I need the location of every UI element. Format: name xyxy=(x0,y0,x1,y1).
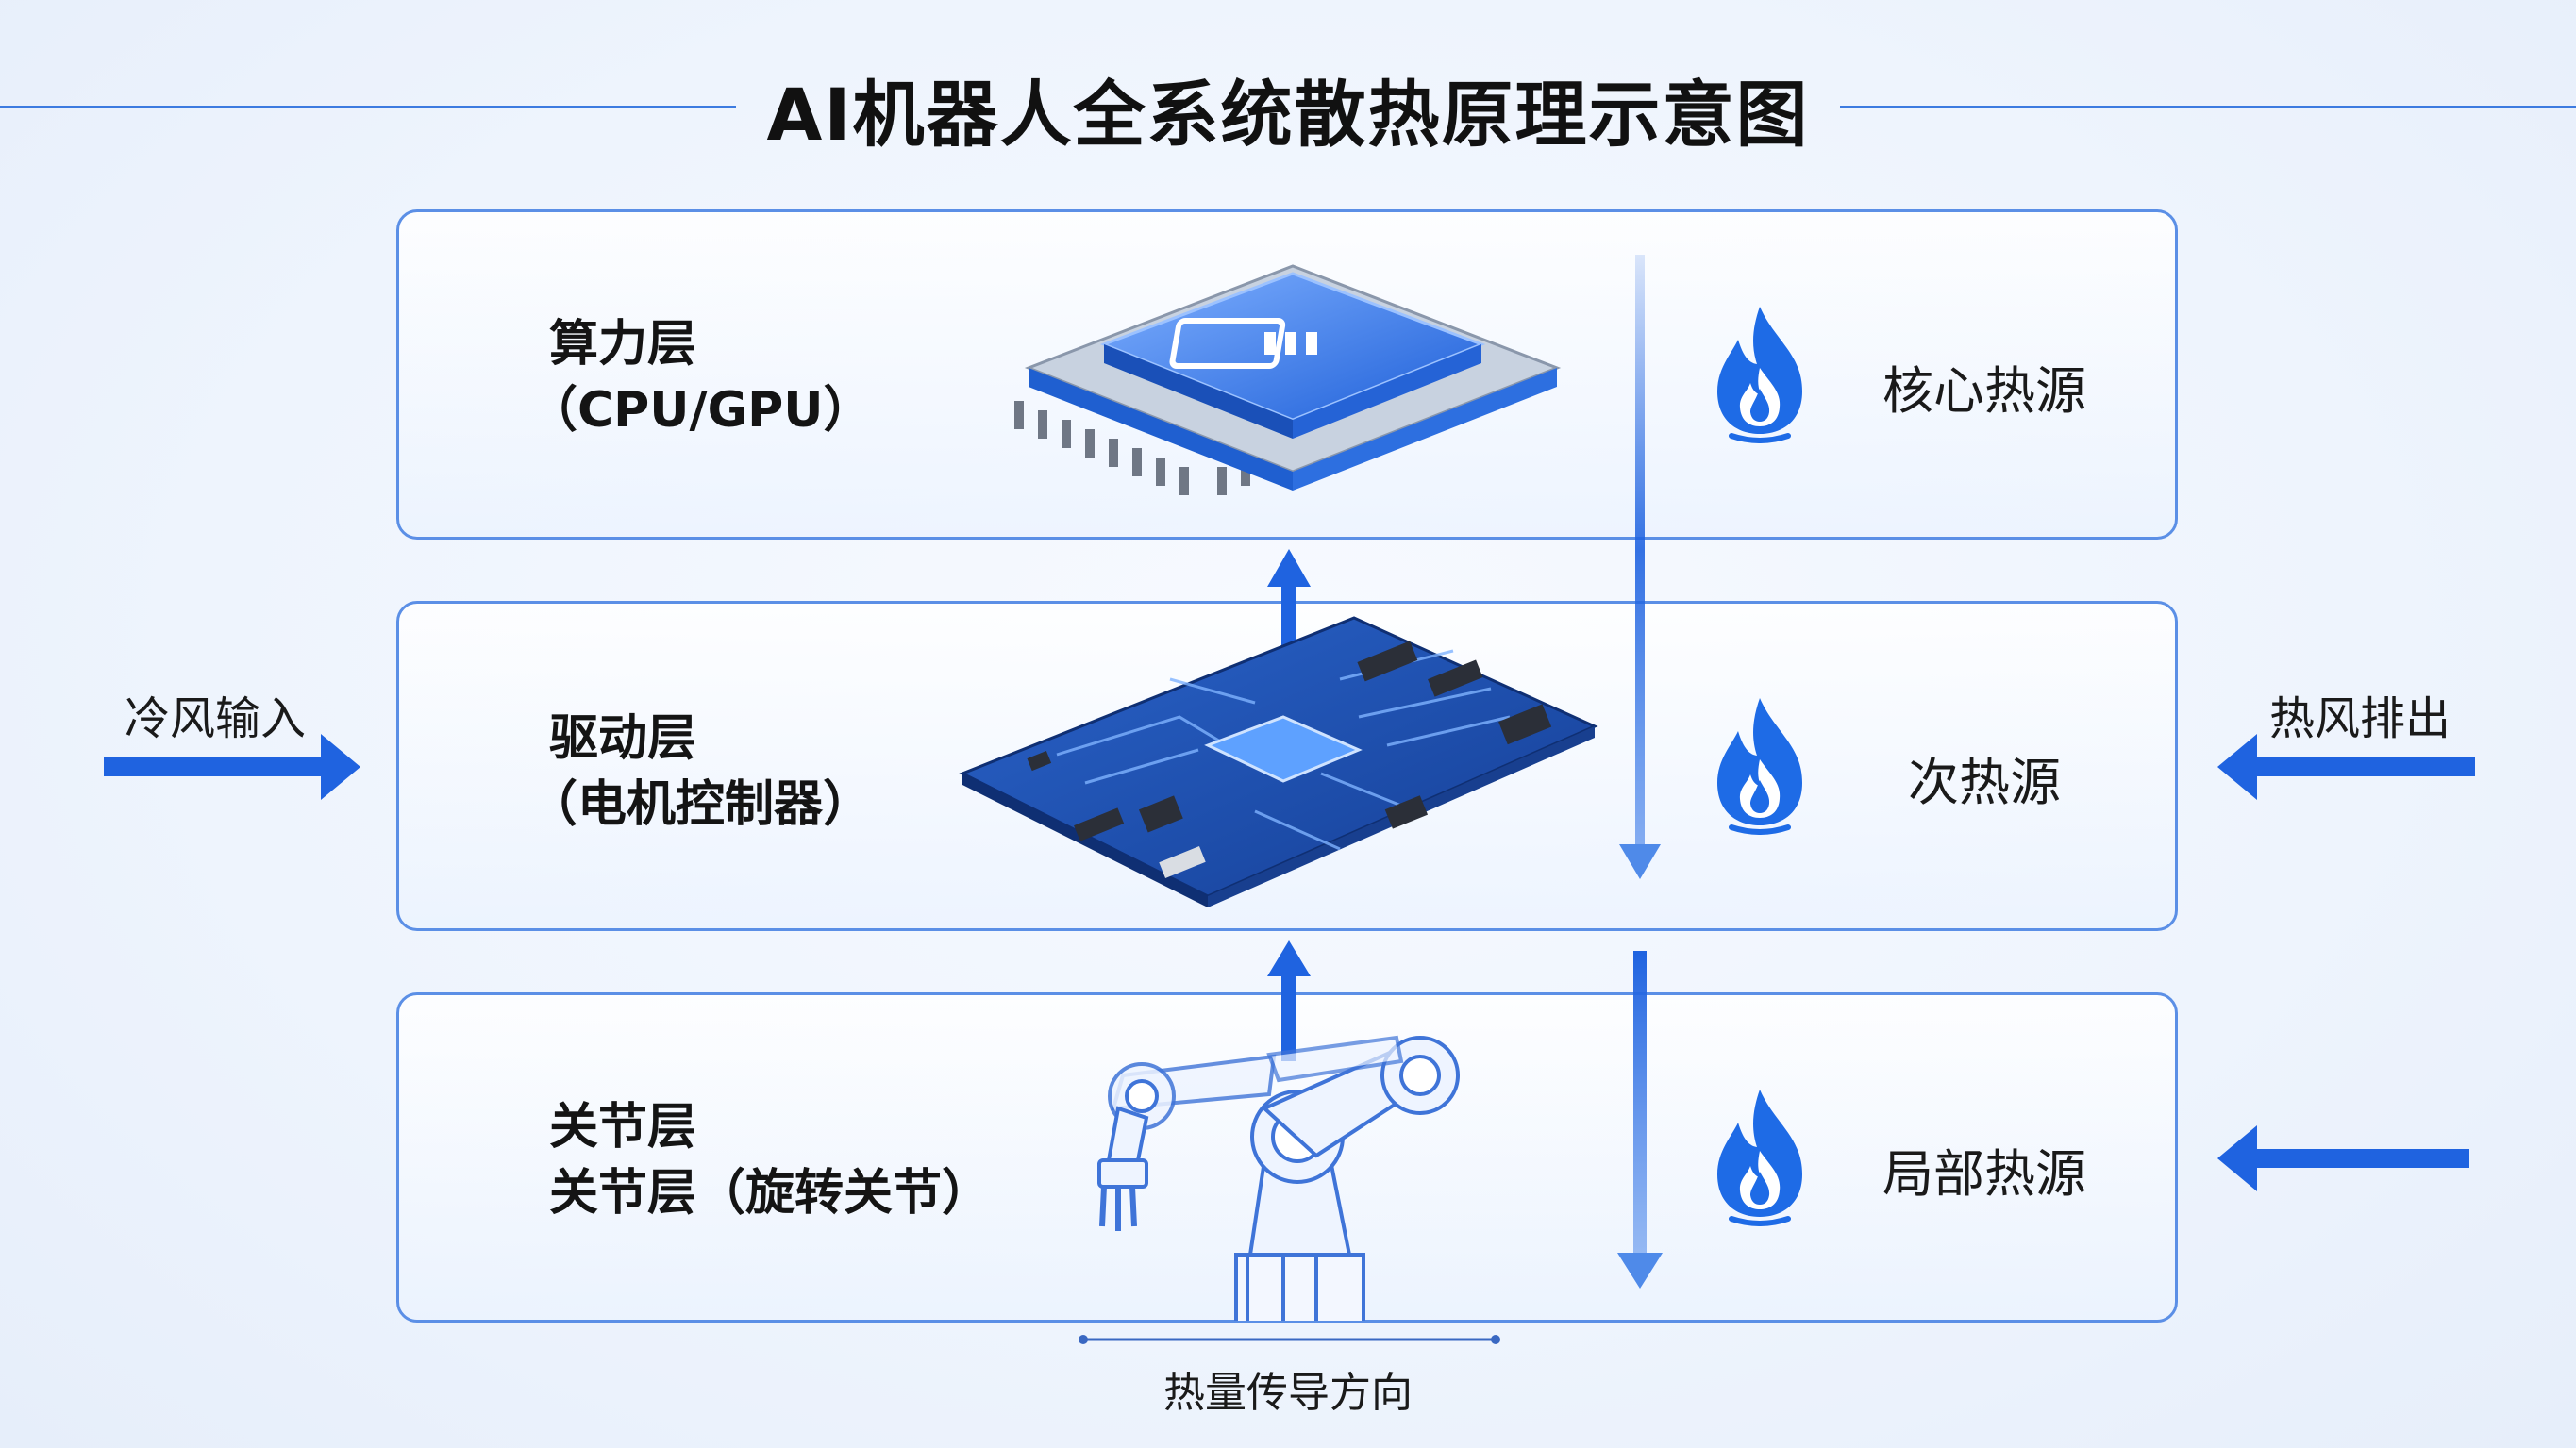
hot-air-arrow-lower xyxy=(2217,1125,2469,1191)
layer-compute-sub: （CPU/GPU） xyxy=(528,382,873,439)
cold-air-arrow xyxy=(104,734,360,800)
layer-driver-name: 驱动层 xyxy=(549,710,697,767)
legend-bracket xyxy=(1079,1335,1500,1344)
layer-driver-sub: （电机控制器） xyxy=(528,776,873,833)
flame-icon xyxy=(1717,698,1802,835)
heat-conduction-direction-label: 热量传导方向 xyxy=(1163,1369,1413,1417)
hot-air-arrow xyxy=(2217,734,2475,800)
robot-arm-icon xyxy=(1097,1035,1460,1321)
layer-joint-name: 关节层 xyxy=(549,1099,697,1156)
cpu-chip-icon xyxy=(1014,264,1562,495)
heat-source-core-label: 核心热源 xyxy=(1882,361,2086,421)
layer-compute-name: 算力层 xyxy=(549,316,697,373)
title-line-left xyxy=(0,106,736,108)
title-line-right xyxy=(1840,106,2576,108)
heat-flow-arrow-down xyxy=(1619,255,1661,879)
hot-air-exhaust-label: 热风排出 xyxy=(2269,692,2451,745)
flame-icon xyxy=(1717,1090,1802,1226)
heat-source-secondary-label: 次热源 xyxy=(1908,753,2061,812)
page-title: AI机器人全系统散热原理示意图 xyxy=(766,73,1810,157)
layer-joint-sub: 关节层（旋转关节） xyxy=(549,1165,992,1222)
heat-flow-arrow-up xyxy=(1267,940,1311,1061)
flame-icon xyxy=(1717,307,1802,443)
heat-source-local-label: 局部热源 xyxy=(1882,1144,2086,1204)
cold-air-input-label: 冷风输入 xyxy=(125,692,307,745)
circuit-board-icon xyxy=(959,616,1598,907)
heat-flow-arrow-down xyxy=(1617,951,1663,1289)
